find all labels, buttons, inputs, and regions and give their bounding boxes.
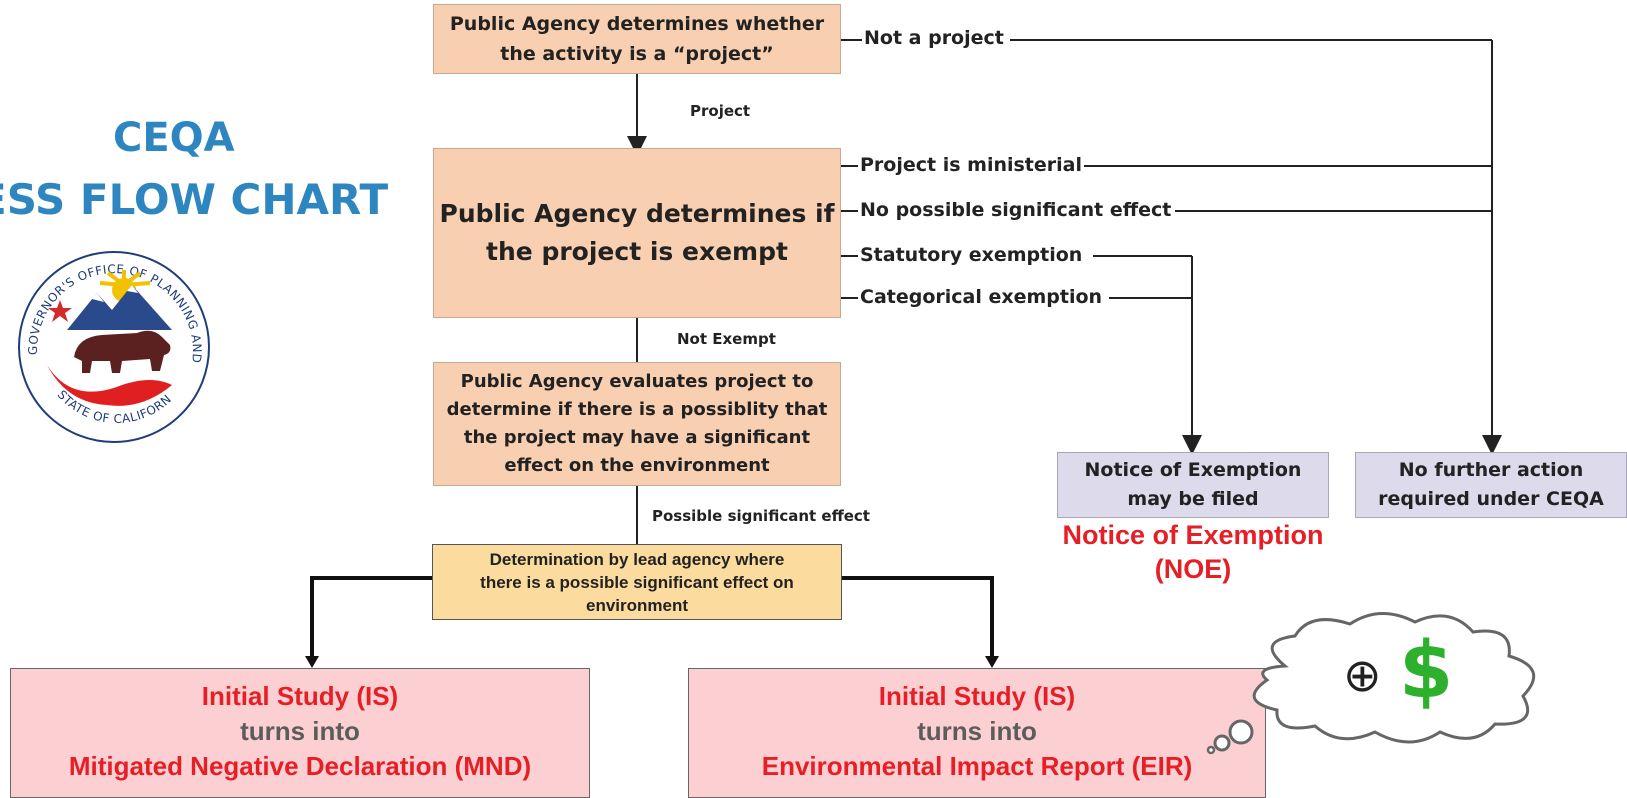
step-determine-exempt-line2: the project is exempt — [486, 237, 788, 266]
label-project-ministerial: Project is ministerial — [858, 154, 1084, 176]
step-lead-agency-line2: there is a possible significant effect o… — [480, 572, 794, 592]
outcome-eir-line2: turns into — [917, 716, 1037, 746]
no-further-action-line2: required under CEQA — [1378, 488, 1604, 510]
thought-bubble-cloud — [1206, 612, 1536, 755]
step-evaluate-effect-line1: Public Agency evaluates project to — [460, 371, 814, 392]
step-determine-project-line1: Public Agency determines whether — [449, 13, 825, 35]
opr-seal-logo: GOVERNOR'S OFFICE OF PLANNING AND RESEAR… — [12, 245, 210, 443]
outcome-mnd-box: Initial Study (IS) turns into Mitigated … — [10, 668, 590, 798]
notice-of-exemption-box: Notice of Exemption may be filed — [1057, 452, 1329, 518]
outcome-eir-line1: Initial Study (IS) — [878, 681, 1076, 711]
label-not-exempt: Not Exempt — [675, 330, 778, 348]
label-statutory-exemption: Statutory exemption — [858, 244, 1085, 266]
step-lead-agency-line1: Determination by lead agency where — [489, 549, 785, 569]
outcome-mnd-line2: turns into — [240, 716, 360, 746]
label-no-possible-effect: No possible significant effect — [858, 199, 1174, 221]
label-categorical-exemption: Categorical exemption — [858, 286, 1105, 308]
step-evaluate-effect-line3: the project may have a significant — [463, 427, 811, 448]
step-determine-exempt-box: Public Agency determines if the project … — [433, 148, 841, 318]
label-project: Project — [688, 102, 753, 120]
notice-of-exemption-line1: Notice of Exemption — [1084, 459, 1302, 481]
dollar-sign-icon: $ — [1399, 626, 1454, 716]
no-further-action-line1: No further action — [1398, 459, 1584, 481]
outcome-eir-line3: Environmental Impact Report (EIR) — [761, 751, 1193, 781]
noe-caption-line1: Notice of Exemption — [1062, 520, 1324, 550]
step-evaluate-effect-line4: effect on the environment — [504, 455, 770, 476]
label-not-a-project: Not a project — [862, 27, 1006, 49]
label-possible-significant-effect: Possible significant effect — [650, 507, 872, 525]
outcome-mnd-line1: Initial Study (IS) — [201, 681, 399, 711]
step-determine-project-box: Public Agency determines whether the act… — [433, 4, 841, 74]
step-evaluate-effect-box: Public Agency evaluates project to deter… — [433, 362, 841, 486]
cost-plus-icon: ⊕ — [1343, 648, 1382, 702]
step-lead-agency-line3: environment — [585, 595, 689, 615]
step-evaluate-effect-line2: determine if there is a possiblity that — [446, 399, 828, 420]
notice-of-exemption-line2: may be filed — [1127, 488, 1259, 510]
outcome-mnd-line3: Mitigated Negative Declaration (MND) — [68, 751, 532, 781]
outcome-eir-box: Initial Study (IS) turns into Environmen… — [688, 668, 1266, 798]
step-determine-exempt-line1: Public Agency determines if — [439, 199, 835, 228]
chart-title-line1: CEQA — [113, 115, 235, 161]
no-further-action-box: No further action required under CEQA — [1355, 452, 1627, 518]
step-lead-agency-box: Determination by lead agency where there… — [432, 544, 842, 620]
step-determine-project-line2: the activity is a “project” — [500, 43, 774, 65]
noe-caption-line2: (NOE) — [1154, 554, 1232, 584]
noe-caption: Notice of Exemption (NOE) — [1040, 518, 1346, 586]
chart-title-line2: ESS FLOW CHART — [0, 175, 389, 224]
